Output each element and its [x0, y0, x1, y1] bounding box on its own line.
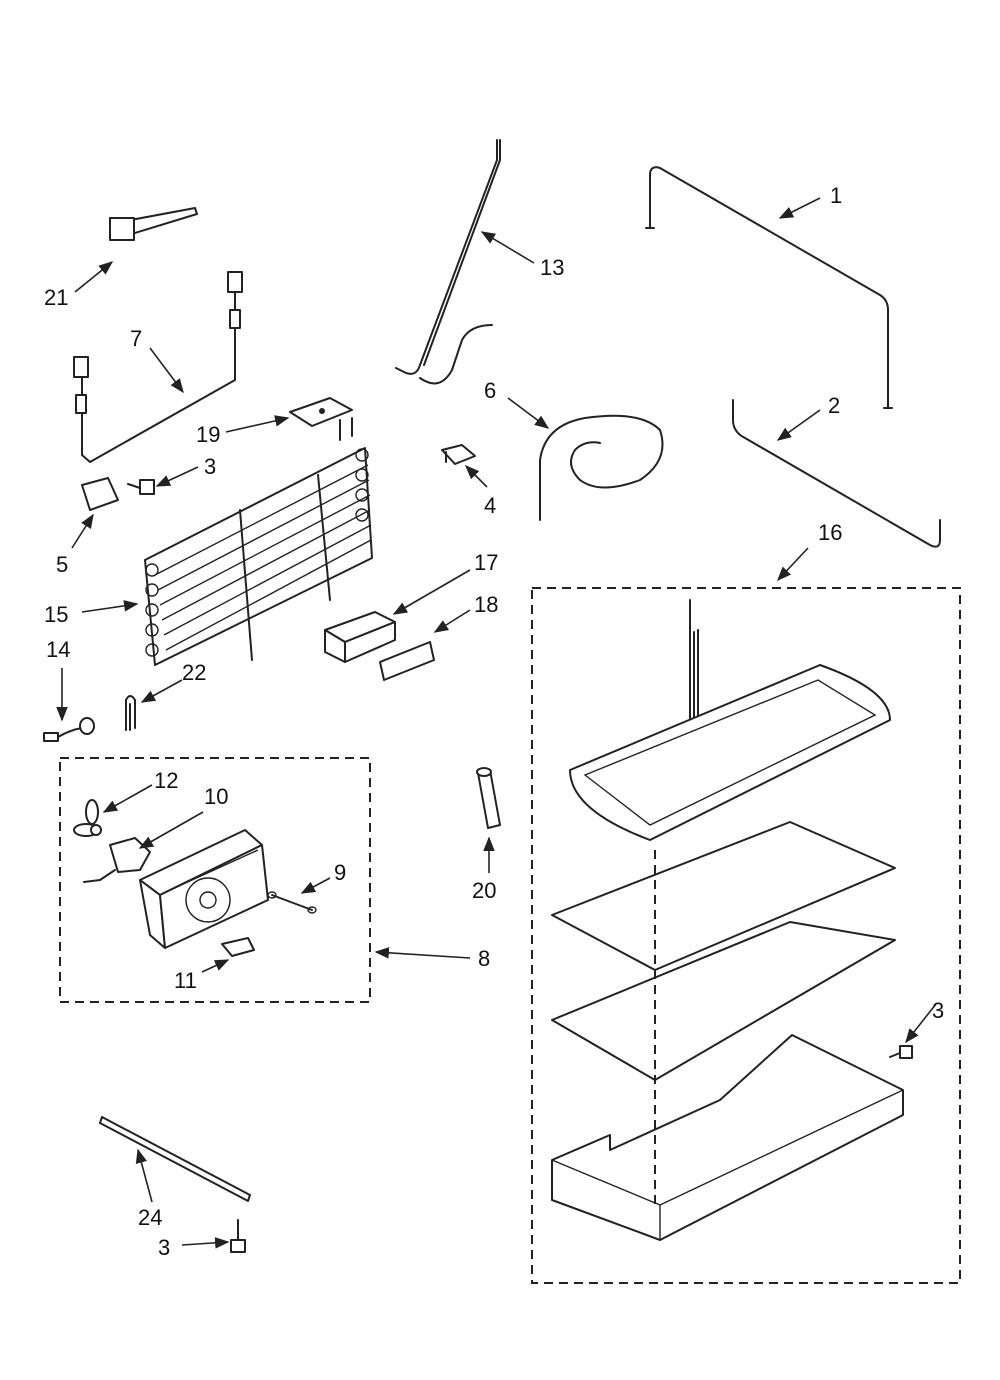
part-3-screw-pan — [889, 1045, 913, 1059]
callout-7: 7 — [130, 326, 142, 351]
callout-3-bottom: 3 — [158, 1235, 170, 1260]
part-13-drain-tube — [395, 139, 501, 385]
part-7-heater-wire — [73, 271, 243, 463]
callout-14: 14 — [46, 637, 70, 662]
part-21-cable-tie — [109, 207, 198, 241]
callout-3-pan: 3 — [932, 998, 944, 1023]
callout-19: 19 — [196, 422, 220, 447]
callout-9: 9 — [334, 860, 346, 885]
callout-4: 4 — [484, 493, 496, 518]
part-9-strap — [267, 891, 317, 914]
callout-3-top: 3 — [204, 454, 216, 479]
part-18-plate — [379, 641, 435, 681]
callout-16: 16 — [818, 520, 842, 545]
callout-6: 6 — [484, 378, 496, 403]
callout-2: 2 — [828, 393, 840, 418]
callout-12: 12 — [154, 768, 178, 793]
callout-labels: 1 2 13 6 21 7 19 3 4 5 15 17 18 16 14 22… — [44, 183, 944, 1260]
part-11-bracket — [221, 937, 255, 957]
callout-15: 15 — [44, 602, 68, 627]
part-5-bracket — [81, 477, 119, 511]
part-12-fan-blade — [73, 799, 102, 837]
callout-5: 5 — [56, 552, 68, 577]
part-24-rail — [99, 1116, 251, 1202]
callout-22: 22 — [182, 660, 206, 685]
part-22-clip — [125, 695, 136, 731]
part-14-sensor — [43, 717, 95, 742]
part-8-fan-assembly — [139, 829, 269, 949]
callout-1: 1 — [830, 183, 842, 208]
leader-lines — [56, 197, 937, 1249]
callout-21: 21 — [44, 285, 68, 310]
part-8-fan-assembly-box — [59, 757, 371, 1003]
part-2-tube — [732, 399, 941, 548]
callout-8: 8 — [478, 946, 490, 971]
callout-13: 13 — [540, 255, 564, 280]
part-15-evaporator — [144, 417, 373, 666]
part-19-pad — [289, 397, 353, 427]
callout-24: 24 — [138, 1205, 162, 1230]
part-4-clip — [441, 444, 476, 465]
part-10-fan-motor — [83, 837, 151, 883]
callout-10: 10 — [204, 784, 228, 809]
callout-18: 18 — [474, 592, 498, 617]
callout-11: 11 — [174, 968, 197, 993]
part-20-spacer — [476, 767, 501, 829]
part-16-pan-assembly-box — [531, 587, 961, 1284]
part-3-screw-bottom — [230, 1219, 246, 1253]
part-17-box — [324, 611, 396, 663]
part-1-tube — [645, 166, 893, 409]
part-6-hose — [539, 414, 664, 521]
callout-17: 17 — [474, 550, 498, 575]
part-16-pan-assembly — [551, 599, 904, 1241]
part-3-screw-top — [127, 479, 155, 495]
callout-20: 20 — [472, 878, 496, 903]
